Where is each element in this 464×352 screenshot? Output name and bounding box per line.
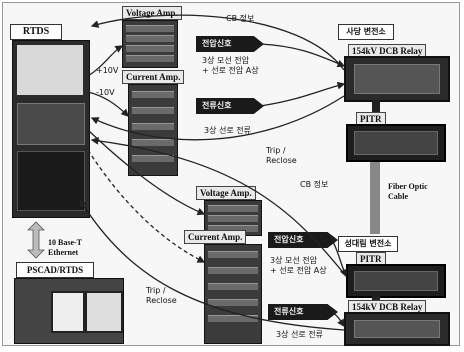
fiber-cable-label: Fiber Optic Cable xyxy=(388,182,428,201)
substation-a-label: 사당 변전소 xyxy=(338,24,394,40)
pitr-top-unit xyxy=(346,124,446,162)
trip-mid-to-rtds xyxy=(90,95,345,141)
fiber-optic-link xyxy=(370,162,380,234)
substation-b-label: 성대림 변전소 xyxy=(338,236,398,252)
plus-10v-label: +10V xyxy=(96,66,119,75)
current-signal-arrow-bottom: 전류신호 xyxy=(268,304,338,320)
voltage-amp-bottom-label: Voltage Amp. xyxy=(196,186,256,200)
current-amp-bottom-to-relay xyxy=(331,311,345,328)
current-amp-bottom-label: Current Amp. xyxy=(184,230,247,244)
cb-mid-connector xyxy=(90,136,347,277)
cb-info-top-label: CB 정보 xyxy=(226,14,255,23)
current-amp-bottom-rack xyxy=(204,244,262,344)
trip-bottom-to-rtds xyxy=(79,198,345,331)
voltage-amp-top-label: Voltage Amp. xyxy=(122,6,182,20)
relay-bottom-label: 154kV DCB Relay xyxy=(348,300,427,314)
current-note-top: 3상 선로 전류 xyxy=(204,126,251,135)
current-amp-top-rack xyxy=(128,84,178,176)
cb-info-top-connector xyxy=(90,14,345,71)
voltage-note-bottom: 3상 모선 전압 + 선로 전압 A상 xyxy=(270,256,327,275)
rtds-to-voltage-amp-top xyxy=(87,45,124,77)
relay-top-unit xyxy=(344,56,450,102)
ethernet-arrow xyxy=(27,221,45,259)
ethernet-label: 10 Base-T Ethernet xyxy=(48,238,82,257)
current-signal-arrow-top: 전류신호 xyxy=(196,98,264,114)
rtds-to-current-amp-bottom xyxy=(87,149,206,263)
rtds-label: RTDS xyxy=(10,24,62,40)
minus-10v-label: -10V xyxy=(96,88,115,97)
voltage-amp-top-rack xyxy=(122,20,178,68)
relay-bottom-unit xyxy=(344,312,450,346)
cb-info-mid-label: CB 정보 xyxy=(300,180,329,189)
pscad-label: PSCAD/RTDS xyxy=(16,262,94,278)
rtds-to-current-amp-top xyxy=(87,91,129,117)
rtds-to-voltage-amp-bottom xyxy=(87,129,206,216)
voltage-amp-bottom-to-pitr xyxy=(331,239,348,278)
current-amp-top-label: Current Amp. xyxy=(122,70,185,84)
voltage-signal-arrow-top: 전압신호 xyxy=(196,36,264,52)
trip-reclose-bottom-label: Trip / Reclose xyxy=(146,286,177,305)
voltage-amp-top-to-relay xyxy=(259,43,346,68)
relay-pitr-link-top xyxy=(372,100,380,116)
trip-reclose-mid-label: Trip / Reclose xyxy=(266,146,297,165)
current-note-bottom: 3상 선로 전류 xyxy=(276,330,323,339)
voltage-note-top: 3상 모선 전압 + 선로 전압 A상 xyxy=(202,56,259,75)
rtds-cabinet xyxy=(12,40,90,218)
pscad-workstation xyxy=(14,278,124,344)
voltage-signal-arrow-bottom: 전압신호 xyxy=(268,232,338,248)
current-amp-top-to-relay xyxy=(259,81,346,107)
pitr-bottom-unit xyxy=(346,264,446,298)
